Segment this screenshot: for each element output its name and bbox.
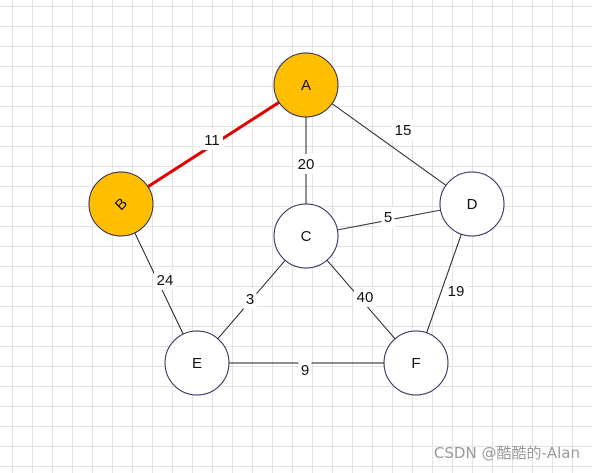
edge-label-background	[392, 120, 414, 140]
node-label-e: E	[192, 355, 202, 372]
edge-label-background	[295, 154, 317, 174]
edge-d-f	[426, 234, 462, 333]
edge-label-background	[243, 289, 257, 309]
edge-weight-c-d: 5	[384, 209, 392, 226]
edge-weight-b-e: 24	[157, 272, 174, 289]
node-label-f: F	[411, 355, 420, 372]
watermark: CSDN @酷酷的-Alan	[433, 444, 580, 462]
node-a	[273, 52, 339, 118]
edge-label-background	[381, 207, 395, 227]
edge-weight-a-b: 11	[204, 132, 220, 149]
edge-label-background	[298, 360, 312, 380]
node-label-d: D	[467, 196, 478, 213]
edge-weight-d-f: 19	[448, 283, 465, 300]
node-f	[383, 330, 449, 396]
edge-label-background	[154, 270, 176, 290]
edge-weight-e-f: 9	[301, 362, 309, 379]
node-c	[273, 203, 339, 269]
edge-weight-a-c: 20	[298, 156, 315, 173]
edge-a-d	[331, 103, 447, 186]
edge-label-background	[354, 287, 376, 307]
edge-label-background	[201, 130, 223, 150]
edge-weight-c-f: 40	[357, 289, 374, 306]
node-d	[439, 171, 505, 237]
edge-weight-c-e: 3	[246, 291, 254, 308]
edge-label-background	[445, 281, 467, 301]
node-label-c: C	[301, 228, 312, 245]
node-label-a: A	[301, 77, 311, 94]
edge-weight-a-d: 15	[395, 122, 412, 139]
node-e	[164, 330, 230, 396]
node-b	[88, 171, 154, 237]
edges-layer: 11 20 15 24 5 3 40 19 9	[134, 101, 467, 380]
